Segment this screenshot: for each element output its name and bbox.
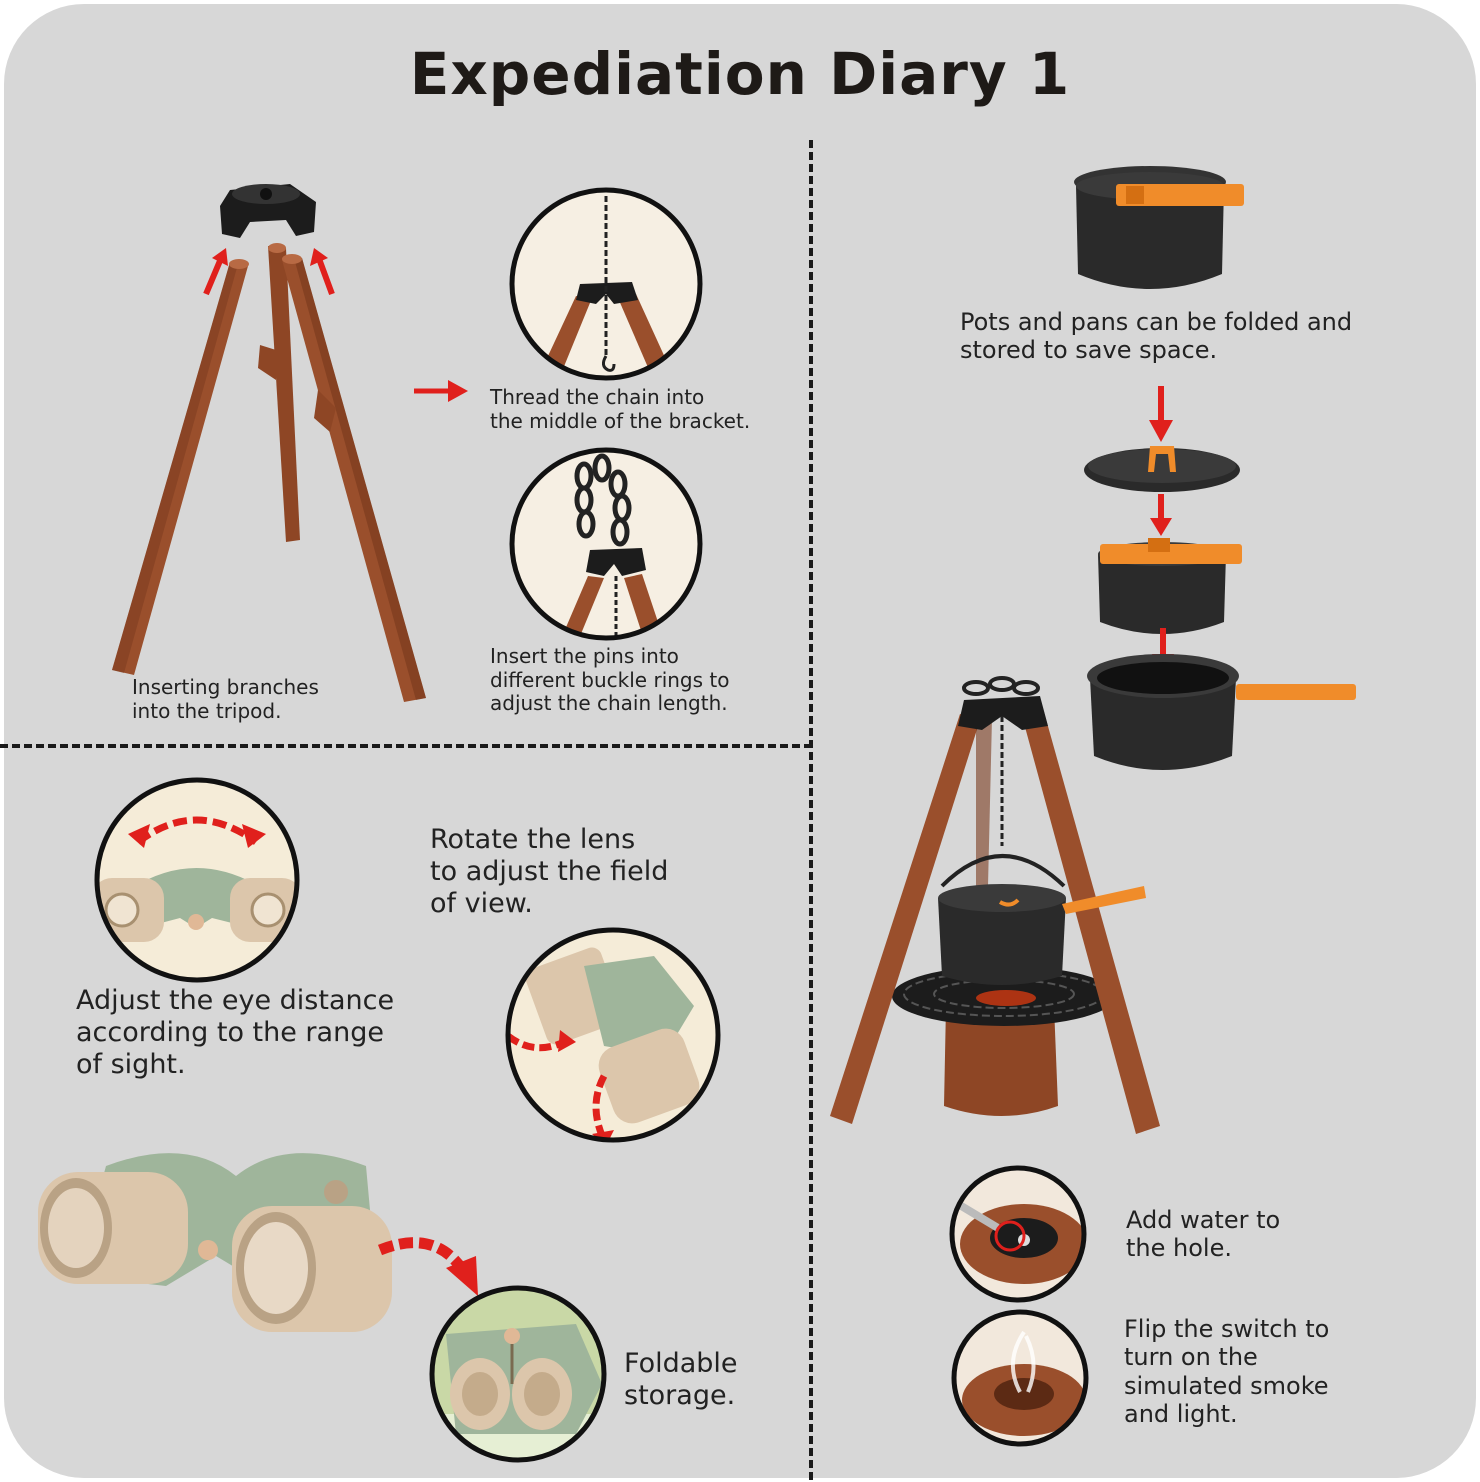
tripod-caption: Inserting branches into the tripod. <box>132 675 319 723</box>
red-arrow-icon <box>414 380 468 402</box>
chain-caption-line: the middle of the bracket. <box>490 408 751 433</box>
pot-icon <box>1098 538 1242 634</box>
water-hole-illustration <box>949 1165 1087 1303</box>
smoke-switch-illustration <box>951 1309 1089 1447</box>
binocular-eye-distance-illustration <box>94 777 300 983</box>
chain-caption-line: Thread the chain into <box>490 385 705 409</box>
fold-caption: Foldable storage. <box>624 1348 738 1412</box>
pins-caption-line: Insert the pins into <box>490 644 679 668</box>
binocular-icon <box>38 1153 392 1332</box>
binocular-folded-illustration <box>429 1285 607 1463</box>
lens-caption-line: of view. <box>430 887 533 919</box>
lid-illustration <box>1084 446 1240 492</box>
eye-caption: Adjust the eye distance according to the… <box>76 985 394 1081</box>
pots-caption-line: stored to save space. <box>960 336 1218 365</box>
lens-caption-line: to adjust the field <box>430 855 669 887</box>
red-arrow-icon <box>377 1237 478 1296</box>
binocular-rotate-lens-illustration <box>505 927 721 1143</box>
red-arrow-icon <box>203 248 228 296</box>
page-title: Expediation Diary 1 <box>409 40 1071 108</box>
pins-caption: Insert the pins into different buckle ri… <box>490 644 730 716</box>
red-arrow-icon <box>310 248 335 296</box>
fold-caption-line: storage. <box>624 1379 736 1411</box>
switch-caption-line: and light. <box>1124 1399 1238 1428</box>
eye-caption-line: Adjust the eye distance <box>76 985 395 1016</box>
chain-thread-illustration <box>509 187 703 381</box>
chain-pins-illustration <box>509 447 703 641</box>
switch-caption-line: Flip the switch to <box>1124 1315 1330 1343</box>
water-caption-line: the hole. <box>1126 1234 1232 1263</box>
tripod-caption-line: Inserting branches <box>132 675 319 699</box>
tripod-assembly-illustration <box>112 184 426 702</box>
horizontal-divider <box>0 744 812 748</box>
water-caption: Add water to the hole. <box>1126 1206 1280 1263</box>
campfire-tripod-illustration <box>830 676 1160 1134</box>
switch-caption-line: turn on the <box>1124 1343 1258 1372</box>
pins-caption-line: adjust the chain length. <box>490 691 728 716</box>
switch-caption-line: simulated smoke <box>1124 1371 1329 1400</box>
switch-caption: Flip the switch to turn on the simulated… <box>1124 1315 1329 1428</box>
red-arrow-icon <box>1150 494 1172 536</box>
pots-caption: Pots and pans can be folded and stored t… <box>960 308 1352 365</box>
pots-caption-line: Pots and pans can be folded and <box>960 308 1353 336</box>
vertical-divider <box>809 140 813 1480</box>
pan-illustration <box>1087 654 1356 770</box>
tripod-caption-line: into the tripod. <box>132 698 282 723</box>
chain-caption: Thread the chain into the middle of the … <box>490 385 751 433</box>
eye-caption-line: according to the range <box>76 1016 384 1048</box>
lens-caption-line: Rotate the lens <box>430 824 636 855</box>
fold-caption-line: Foldable <box>624 1348 738 1379</box>
pins-caption-line: different buckle rings to <box>490 667 730 692</box>
eye-caption-line: of sight. <box>76 1048 186 1080</box>
pot-icon <box>1074 166 1244 289</box>
water-caption-line: Add water to <box>1126 1206 1281 1234</box>
lens-caption: Rotate the lens to adjust the field of v… <box>430 824 668 920</box>
red-arrow-icon <box>1149 386 1173 442</box>
